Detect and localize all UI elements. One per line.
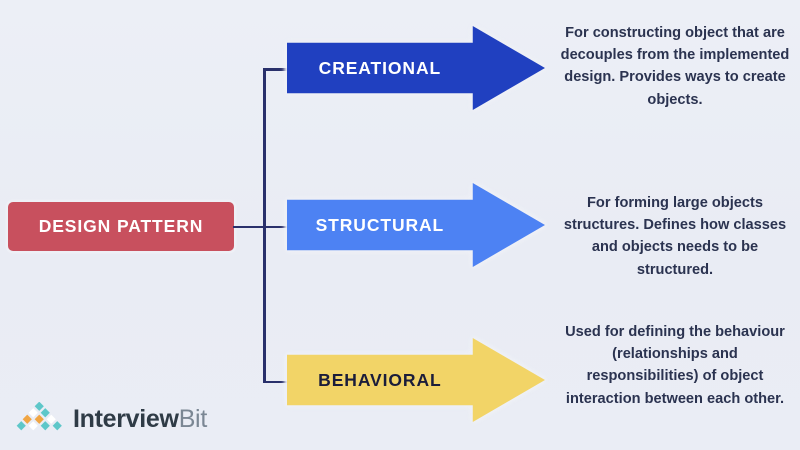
branch-arrow-behavioral: BEHAVIORAL [287, 338, 545, 422]
interviewbit-wordmark: InterviewBit [73, 405, 207, 434]
branch-description-structural: For forming large objects structures. De… [563, 195, 787, 278]
connector-branch-creational [263, 68, 297, 71]
root-node-label: DESIGN PATTERN [38, 216, 204, 236]
interviewbit-diamond-pyramid-icon [16, 402, 62, 431]
logo-word-interview: Interview [73, 404, 179, 433]
interviewbit-logo: InterviewBit [14, 402, 207, 436]
branch-arrow-creational: CREATIONAL [287, 26, 545, 110]
branch-label-creational: CREATIONAL [318, 57, 442, 78]
branch-label-structural: STRUCTURAL [315, 214, 445, 235]
branch-label-behavioral: BEHAVIORAL [318, 369, 442, 390]
root-node-design-pattern: DESIGN PATTERN [8, 202, 234, 251]
connector-branch-structural [263, 225, 297, 229]
branch-arrow-structural: STRUCTURAL [287, 183, 545, 267]
branch-description-behavioral: Used for defining the behaviour (relatio… [565, 324, 785, 407]
logo-word-bit: Bit [178, 404, 208, 433]
connector-branch-behavioral [263, 380, 297, 384]
branch-description-creational: For constructing object that are decoupl… [560, 25, 790, 108]
